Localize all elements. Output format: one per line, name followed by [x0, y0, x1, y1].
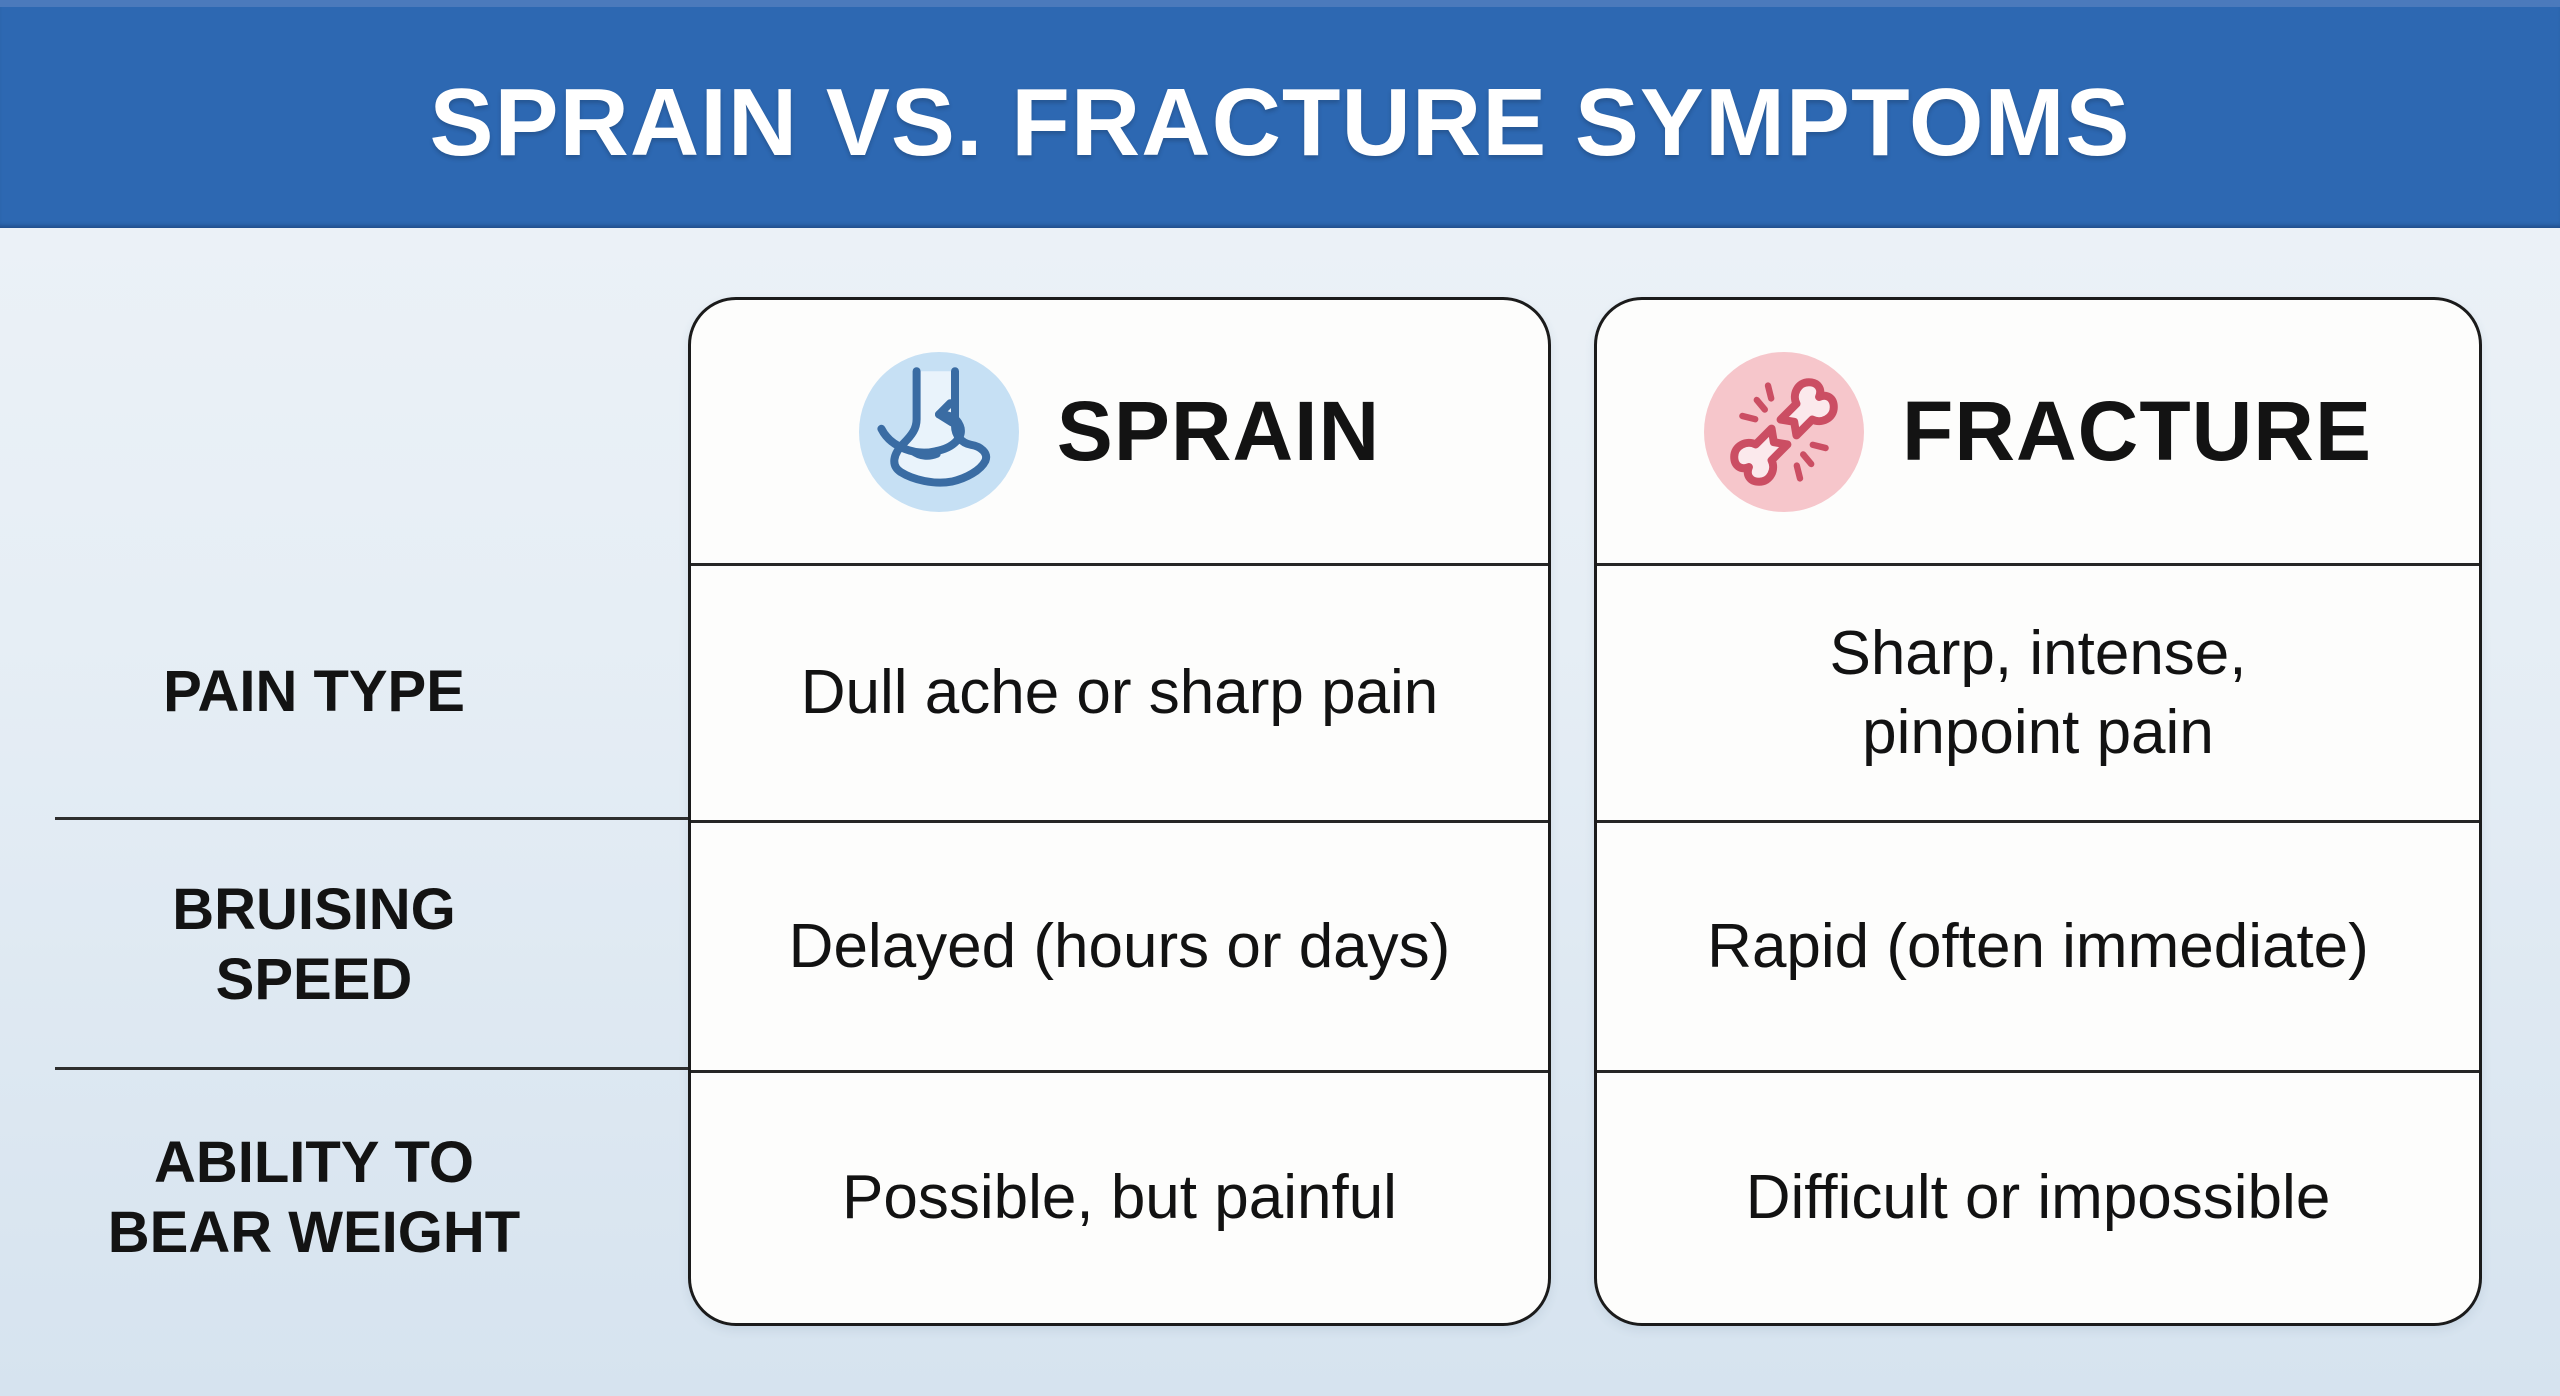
cell-fracture-pain-type-text: Sharp, intense, pinpoint pain — [1829, 618, 2247, 767]
row-label-ability-to-bear-weight: ABILITY TO BEAR WEIGHT — [0, 1070, 688, 1326]
sprain-card-header: SPRAIN — [691, 300, 1548, 563]
sprain-title: SPRAIN — [1056, 384, 1381, 478]
row-divider — [55, 1067, 688, 1070]
cell-fracture-bear-weight-text: Difficult or impossible — [1745, 1163, 2331, 1233]
header-bar: SPRAIN VS. FRACTURE SYMPTOMS — [0, 0, 2560, 228]
row-label-ability-to-bear-weight-text: ABILITY TO BEAR WEIGHT — [107, 1130, 521, 1265]
row-label-pain-type: PAIN TYPE — [0, 563, 688, 820]
cell-fracture-bruising-speed-text: Rapid (often immediate) — [1707, 911, 2369, 981]
page-title: SPRAIN VS. FRACTURE SYMPTOMS — [429, 68, 2131, 176]
broken-bone-icon — [1704, 351, 1865, 512]
cell-fracture-bruising-speed: Rapid (often immediate) — [1597, 820, 2479, 1070]
cell-sprain-bear-weight-text: Possible, but painful — [842, 1163, 1397, 1233]
fracture-card-header: FRACTURE — [1597, 300, 2479, 563]
cell-sprain-bruising-speed-text: Delayed (hours or days) — [788, 911, 1451, 981]
sprained-ankle-icon — [858, 351, 1019, 512]
sprain-column-card: SPRAIN Dull ache or sharp pain Delayed (… — [688, 297, 1551, 1326]
row-label-bruising-speed: BRUISING SPEED — [0, 820, 688, 1070]
cell-sprain-pain-type-text: Dull ache or sharp pain — [800, 658, 1439, 728]
row-label-pain-type-text: PAIN TYPE — [163, 658, 465, 724]
cell-sprain-pain-type: Dull ache or sharp pain — [691, 563, 1548, 820]
cell-sprain-bear-weight: Possible, but painful — [691, 1070, 1548, 1323]
row-divider — [55, 817, 688, 820]
cell-fracture-bear-weight: Difficult or impossible — [1597, 1070, 2479, 1323]
fracture-column-card: FRACTURE Sharp, intense, pinpoint pain R… — [1594, 297, 2482, 1326]
cell-sprain-bruising-speed: Delayed (hours or days) — [691, 820, 1548, 1070]
cell-fracture-pain-type: Sharp, intense, pinpoint pain — [1597, 563, 2479, 820]
row-label-bruising-speed-text: BRUISING SPEED — [172, 877, 456, 1012]
fracture-title: FRACTURE — [1902, 384, 2372, 478]
